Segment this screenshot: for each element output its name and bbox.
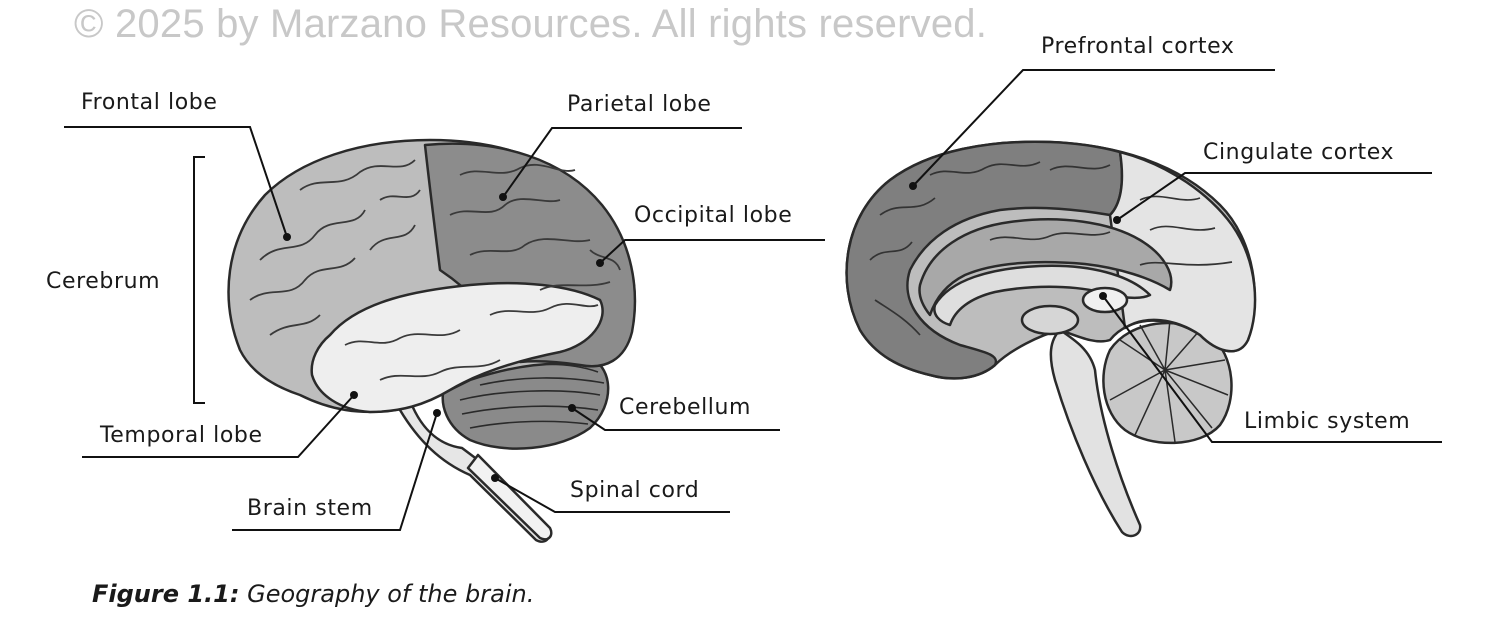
figure-number: Figure 1.1: <box>92 580 239 608</box>
figure-caption: Figure 1.1: Geography of the brain. <box>92 580 534 608</box>
label-temporal-lobe: Temporal lobe <box>100 423 263 448</box>
cerebrum-bracket <box>194 157 205 403</box>
spinal-cord-shape <box>468 455 551 539</box>
label-limbic-system: Limbic system <box>1244 409 1410 434</box>
label-cerebrum: Cerebrum <box>46 269 160 294</box>
label-prefrontal-cortex: Prefrontal cortex <box>1041 34 1235 59</box>
label-occipital-lobe: Occipital lobe <box>634 203 792 228</box>
occipital-lobe-leader <box>600 240 825 263</box>
label-frontal-lobe: Frontal lobe <box>81 90 218 115</box>
label-parietal-lobe: Parietal lobe <box>567 92 712 117</box>
thalamus-shape <box>1022 306 1078 334</box>
label-spinal-cord: Spinal cord <box>570 478 699 503</box>
figure-title: Geography of the brain. <box>247 580 534 608</box>
medial-brain <box>847 142 1255 536</box>
label-cingulate-cortex: Cingulate cortex <box>1203 140 1394 165</box>
label-brain-stem: Brain stem <box>247 496 373 521</box>
label-cerebellum: Cerebellum <box>619 395 751 420</box>
